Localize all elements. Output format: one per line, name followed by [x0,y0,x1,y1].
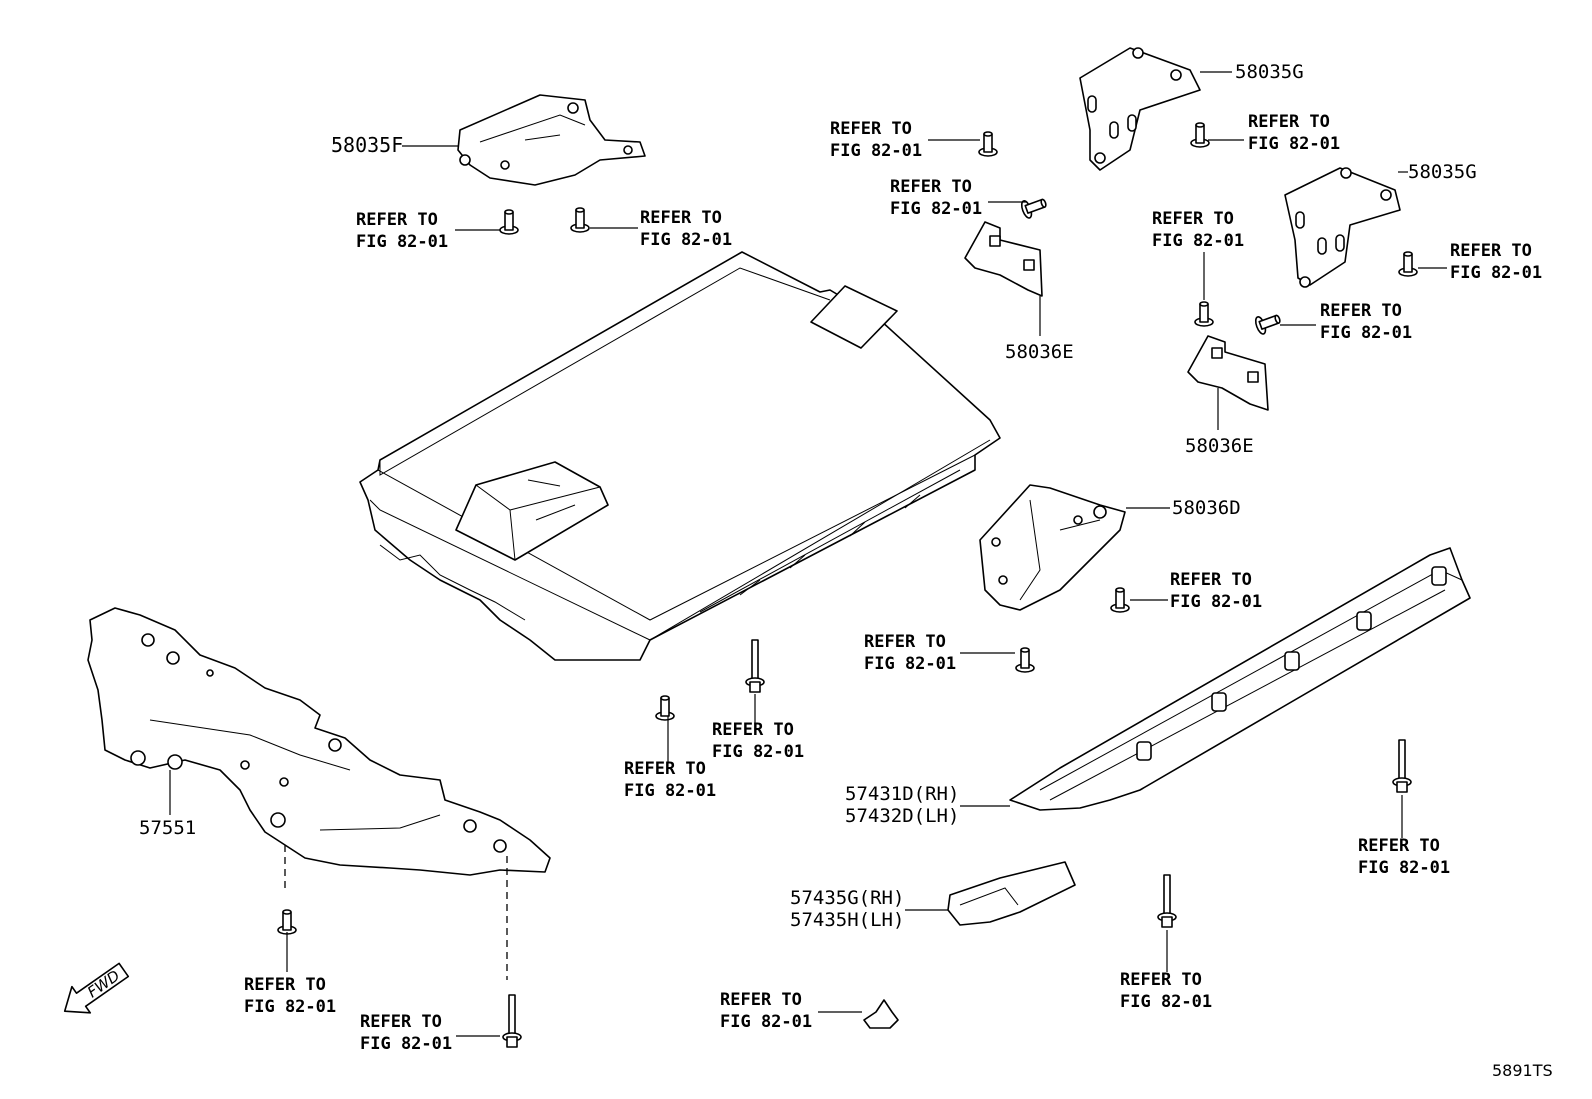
svg-text:REFER TO: REFER TO [1120,970,1202,990]
bolt-icon [1252,309,1284,337]
part-58036D-label: 58036D [1172,497,1241,519]
svg-text:FIG 82-01: FIG 82-01 [1320,323,1412,343]
bracket-58035G-lower [1284,167,1401,288]
refer-label: REFER TO FIG 82-01 [1170,570,1262,612]
svg-text:FIG 82-01: FIG 82-01 [360,1034,452,1054]
refer-label: REFER TO FIG 82-01 [1320,301,1412,343]
bracket-58036E-lower [1187,335,1269,411]
bracket-58035G-upper [1079,47,1201,171]
svg-text:FIG 82-01: FIG 82-01 [244,997,336,1017]
svg-text:FIG 82-01: FIG 82-01 [830,141,922,161]
refer-label: REFER TO FIG 82-01 [244,975,336,1017]
bolt-icon [1194,301,1214,327]
refer-label: REFER TO FIG 82-01 [1120,970,1212,1012]
svg-text:FIG 82-01: FIG 82-01 [640,230,732,250]
svg-text:FIG 82-01: FIG 82-01 [1358,858,1450,878]
svg-text:REFER TO: REFER TO [624,759,706,779]
part-58036E-lower-label: 58036E [1185,435,1254,457]
under-cover-57551 [87,607,551,876]
bolt-icon [1110,587,1130,613]
part-57432D-label: 57432D(LH) [845,805,959,827]
part-57435G-label: 57435G(RH) [790,887,904,909]
fwd-arrow-icon: FWD [63,962,130,1014]
refer-label: REFER TO FIG 82-01 [624,759,716,801]
refer-label: REFER TO FIG 82-01 [890,177,982,219]
svg-text:REFER TO: REFER TO [244,975,326,995]
bracket-58036E-upper [964,221,1043,297]
part-58036E-upper-label: 58036E [1005,341,1074,363]
refer-label: REFER TO FIG 82-01 [712,720,804,762]
part-58035G-upper-label: 58035G [1235,61,1304,83]
bracket-58036D [979,484,1126,611]
svg-text:REFER TO: REFER TO [1248,112,1330,132]
stud-bolt-icon [502,994,522,1048]
svg-text:REFER TO: REFER TO [1450,241,1532,261]
part-58035F-label: 58035F [331,133,403,157]
bolt-icon [978,131,998,157]
bolt-icon [570,207,590,233]
stud-bolt-icon [745,639,765,693]
bolt-icon [1018,193,1050,221]
nut-icon [1015,647,1035,673]
svg-text:FIG 82-01: FIG 82-01 [1450,263,1542,283]
svg-text:REFER TO: REFER TO [1152,209,1234,229]
svg-text:REFER TO: REFER TO [720,990,802,1010]
refer-label: REFER TO FIG 82-01 [356,210,448,252]
svg-text:FIG 82-01: FIG 82-01 [864,654,956,674]
stud-bolt-icon [1157,874,1177,928]
svg-text:REFER TO: REFER TO [712,720,794,740]
part-57551-label: 57551 [139,817,196,839]
refer-label: REFER TO FIG 82-01 [720,990,812,1032]
bolt-icon [277,909,297,935]
part-57431D-label: 57431D(RH) [845,783,959,805]
svg-text:REFER TO: REFER TO [830,119,912,139]
bolt-icon [1190,122,1210,148]
part-58035G-lower-label: 58035G [1408,161,1477,183]
svg-text:FIG 82-01: FIG 82-01 [356,232,448,252]
svg-text:FIG 82-01: FIG 82-01 [712,742,804,762]
side-rail-57431D [1009,547,1471,811]
svg-text:FIG 82-01: FIG 82-01 [1248,134,1340,154]
svg-text:FIG 82-01: FIG 82-01 [1170,592,1262,612]
diagram-code: 5891TS [1492,1061,1553,1080]
refer-label: REFER TO FIG 82-01 [640,208,732,250]
bolt-icon [655,695,675,721]
svg-text:REFER TO: REFER TO [356,210,438,230]
svg-text:REFER TO: REFER TO [1358,836,1440,856]
bolt-icon [1398,251,1418,277]
battery-pack [359,251,1001,661]
svg-text:REFER TO: REFER TO [890,177,972,197]
bracket-58035F [457,94,646,186]
svg-text:FIG 82-01: FIG 82-01 [624,781,716,801]
refer-label: REFER TO FIG 82-01 [1450,241,1542,283]
svg-text:REFER TO: REFER TO [640,208,722,228]
bolt-icon [499,209,519,235]
svg-text:FIG 82-01: FIG 82-01 [720,1012,812,1032]
svg-text:FIG 82-01: FIG 82-01 [1152,231,1244,251]
svg-text:REFER TO: REFER TO [1320,301,1402,321]
svg-text:REFER TO: REFER TO [864,632,946,652]
part-57435H-label: 57435H(LH) [790,909,904,931]
clip-icon [863,999,899,1029]
svg-text:FIG 82-01: FIG 82-01 [1120,992,1212,1012]
refer-label: REFER TO FIG 82-01 [830,119,922,161]
protector-57435G [947,861,1076,926]
refer-label: REFER TO FIG 82-01 [864,632,956,674]
refer-label: REFER TO FIG 82-01 [1152,209,1244,251]
stud-bolt-icon [1392,739,1412,793]
refer-label: REFER TO FIG 82-01 [360,1012,452,1054]
refer-label: REFER TO FIG 82-01 [1248,112,1340,154]
refer-label: REFER TO FIG 82-01 [1358,836,1450,878]
svg-text:REFER TO: REFER TO [1170,570,1252,590]
svg-text:REFER TO: REFER TO [360,1012,442,1032]
svg-text:FIG 82-01: FIG 82-01 [890,199,982,219]
